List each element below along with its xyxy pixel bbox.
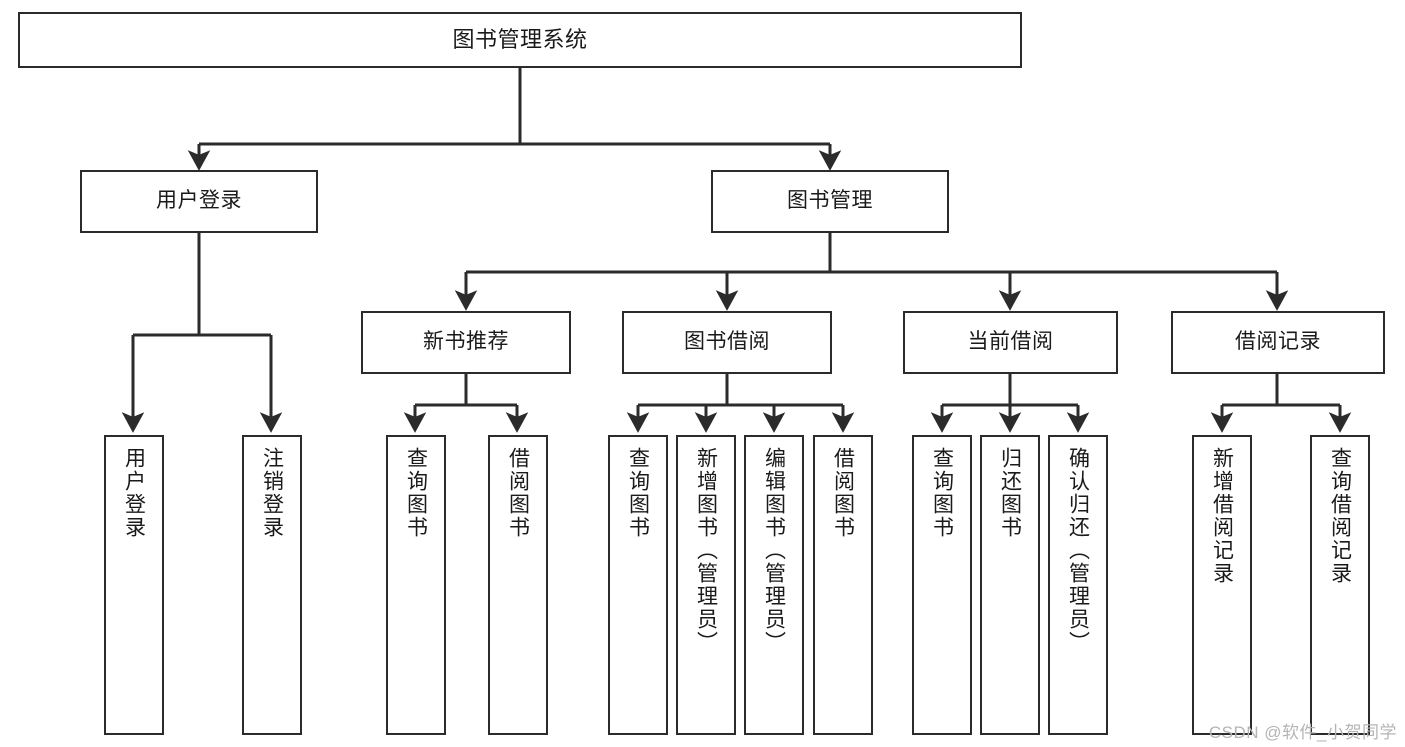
node-label: 新增图书（管理员）	[694, 447, 718, 654]
node-label: 查询图书	[404, 447, 428, 539]
node-label: 用户登录	[156, 189, 242, 213]
node-label: 查询图书	[930, 447, 954, 539]
leaf-query-borrow-record[interactable]: 查询借阅记录	[1310, 435, 1370, 735]
node-book-borrow[interactable]: 图书借阅	[622, 311, 832, 374]
node-label: 查询借阅记录	[1328, 447, 1352, 585]
node-label: 图书借阅	[684, 330, 770, 354]
leaf-query-book-current[interactable]: 查询图书	[912, 435, 972, 735]
node-label: 查询图书	[626, 447, 650, 539]
node-label: 归还图书	[998, 447, 1022, 539]
leaf-edit-book-admin[interactable]: 编辑图书（管理员）	[744, 435, 804, 735]
leaf-user-login[interactable]: 用户登录	[104, 435, 164, 735]
node-label: 新书推荐	[423, 330, 509, 354]
node-borrow-record[interactable]: 借阅记录	[1171, 311, 1385, 374]
node-label: 图书管理系统	[452, 27, 588, 53]
leaf-borrow-book-recommend[interactable]: 借阅图书	[488, 435, 548, 735]
node-book-management[interactable]: 图书管理	[711, 170, 949, 233]
node-label: 借阅图书	[831, 447, 855, 539]
node-label: 借阅记录	[1235, 330, 1321, 354]
node-new-book-recommend[interactable]: 新书推荐	[361, 311, 571, 374]
watermark: CSDN @软件_小贺同学	[1208, 723, 1397, 742]
node-label: 图书管理	[787, 189, 873, 213]
leaf-confirm-return-admin[interactable]: 确认归还（管理员）	[1048, 435, 1108, 735]
leaf-add-borrow-record[interactable]: 新增借阅记录	[1192, 435, 1252, 735]
node-label: 借阅图书	[506, 447, 530, 539]
node-root-system[interactable]: 图书管理系统	[18, 12, 1022, 68]
node-user-login[interactable]: 用户登录	[80, 170, 318, 233]
leaf-return-book[interactable]: 归还图书	[980, 435, 1040, 735]
node-label: 注销登录	[260, 447, 284, 539]
node-label: 确认归还（管理员）	[1066, 447, 1090, 654]
node-label: 当前借阅	[967, 330, 1054, 354]
leaf-add-book-admin[interactable]: 新增图书（管理员）	[676, 435, 736, 735]
node-label: 编辑图书（管理员）	[762, 447, 786, 654]
leaf-logout[interactable]: 注销登录	[242, 435, 302, 735]
node-current-borrow[interactable]: 当前借阅	[903, 311, 1118, 374]
leaf-borrow-book[interactable]: 借阅图书	[813, 435, 873, 735]
leaf-query-book-borrow[interactable]: 查询图书	[608, 435, 668, 735]
node-label: 新增借阅记录	[1210, 447, 1234, 585]
leaf-query-book-recommend[interactable]: 查询图书	[386, 435, 446, 735]
node-label: 用户登录	[122, 447, 146, 539]
